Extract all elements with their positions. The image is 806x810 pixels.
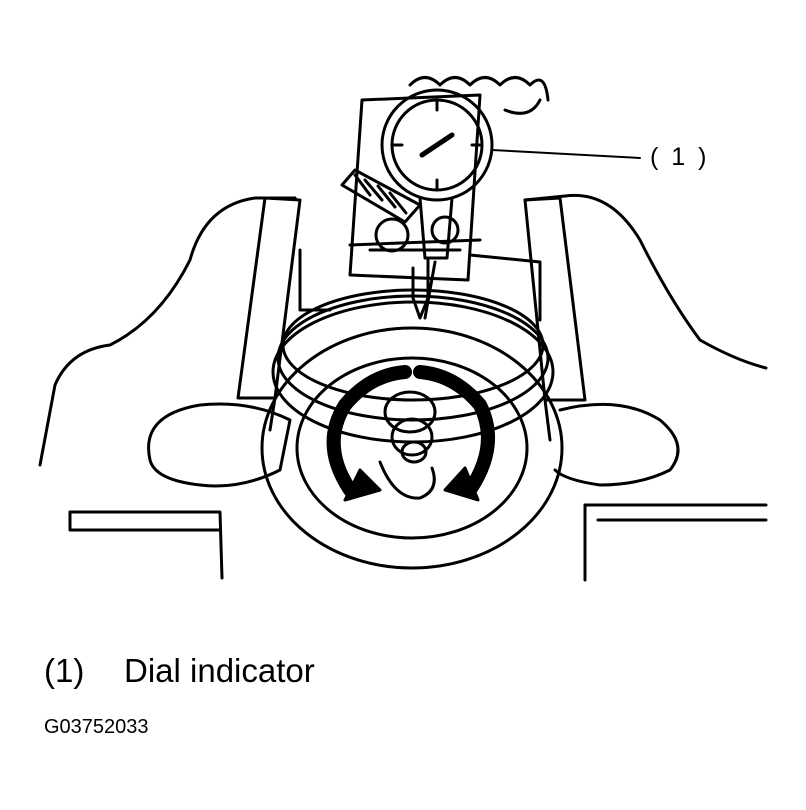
legend-label: Dial indicator [124,652,315,689]
engine-block-left [38,196,297,467]
pulley-rim-outer [281,288,545,402]
rotation-arrow-right [413,365,495,497]
indicator-dial-face [390,98,484,192]
figure-code: G03752033 [44,716,149,738]
legend-number: (1) [44,652,85,689]
crank-hub-outer [383,390,437,434]
bottom-left-block [68,510,224,580]
legend-item: (1) Dial indicator [44,652,315,690]
callout-leader [491,149,641,159]
left-rail [236,196,302,400]
indicator-dial-outer [380,88,494,202]
right-rail [523,196,587,402]
pulley-face-inner [295,356,529,540]
callout-number: ( 1 ) [650,143,710,171]
indicator-stem [418,196,454,260]
dial-indicator-illustration [38,76,768,582]
crank-hub [390,417,434,457]
engine-block-right [523,193,768,370]
indicator-needle [419,132,455,158]
indicator-coil [408,76,550,102]
rotation-arrow-left [326,365,412,497]
left-cutout [147,402,292,488]
bracket [298,248,332,312]
right-cutout [553,402,680,487]
pulley-face [260,326,564,570]
